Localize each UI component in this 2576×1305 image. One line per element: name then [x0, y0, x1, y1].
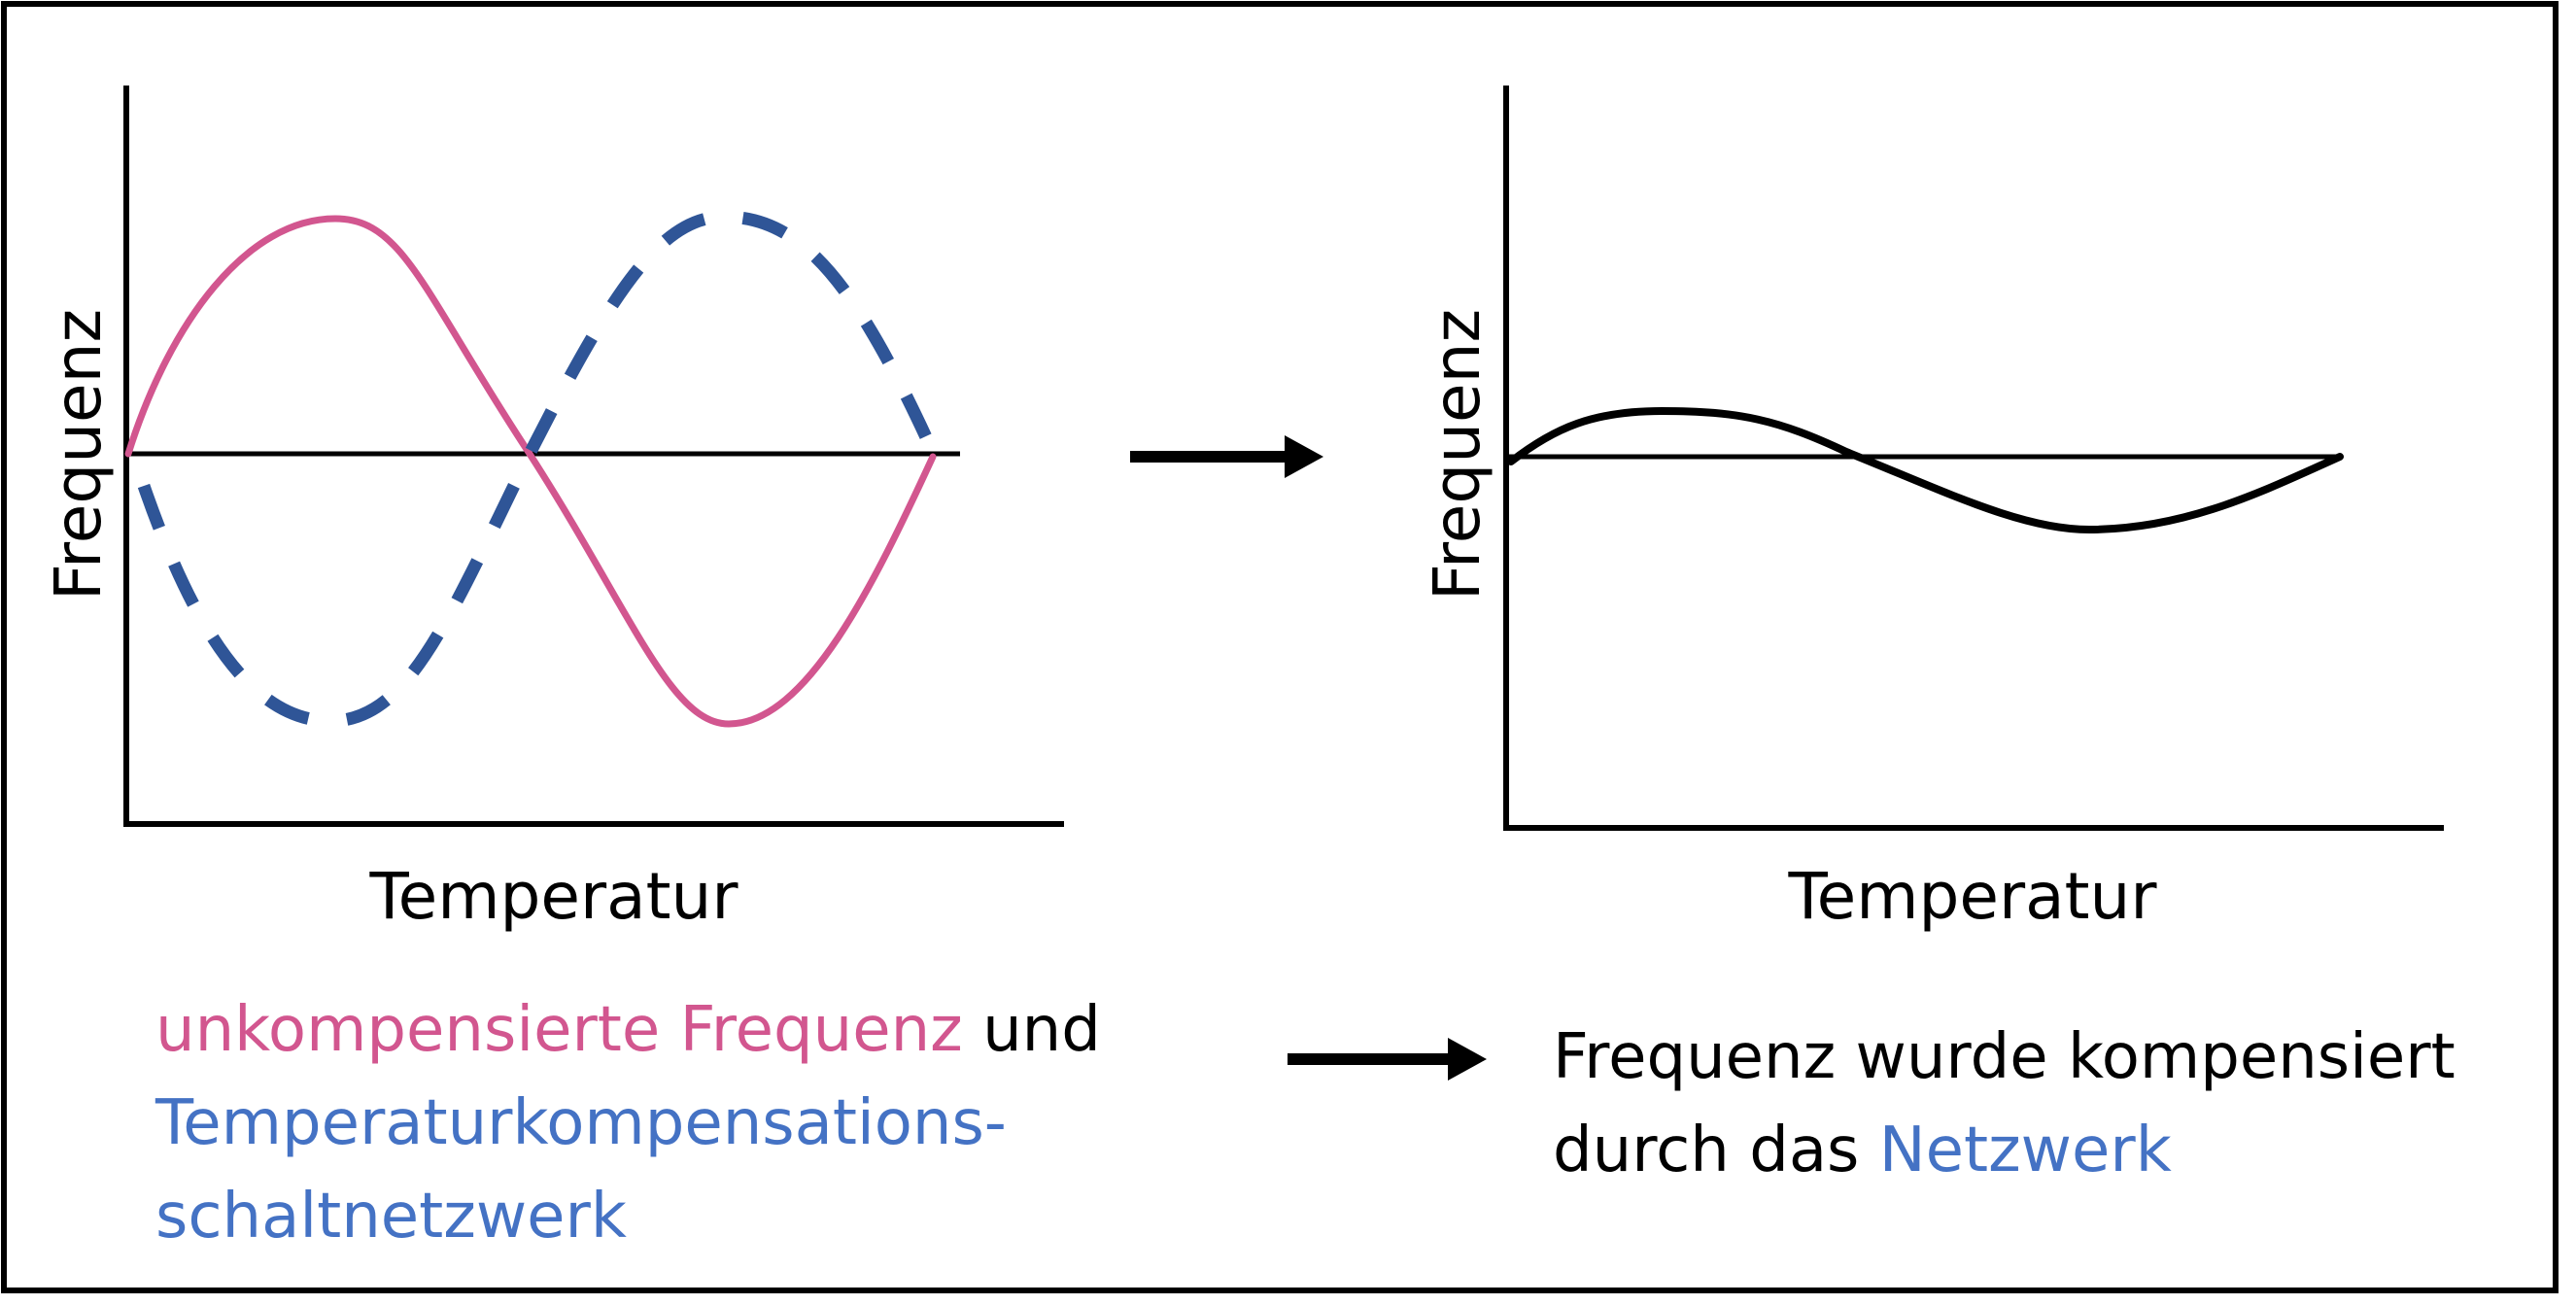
uncompensated-frequency-label: unkompensierte Frequenz: [155, 994, 963, 1066]
caption-left: unkompensierte Frequenz und Temperaturko…: [155, 983, 1101, 1263]
right-y-axis-label: Frequenz: [1420, 309, 1494, 601]
transition-arrow-top: [1130, 435, 1323, 478]
caption-left-line-3: schaltnetzwerk: [155, 1181, 627, 1253]
left-y-axis-label: Frequenz: [41, 309, 116, 601]
caption-left-line-2: Temperaturkompensations-: [155, 1087, 1007, 1159]
caption-left-line-1: unkompensierte Frequenz und: [155, 983, 1101, 1077]
left-x-axis-label: Temperatur: [369, 859, 739, 934]
caption-right-line-1: Frequenz wurde kompensiert: [1553, 1021, 2456, 1093]
right-chart: Temperatur Frequenz: [1420, 86, 2444, 934]
uncompensated-frequency-curve: [124, 215, 937, 728]
right-x-axis-label: Temperatur: [1788, 859, 2158, 934]
compensated-frequency-curve: [1507, 406, 2344, 534]
network-label: Netzwerk: [1878, 1115, 2172, 1186]
caption-right: Frequenz wurde kompensiert durch das Net…: [1553, 1011, 2456, 1197]
left-chart: Temperatur Frequenz: [41, 86, 1064, 934]
caption-right-line-2: durch das Netzwerk: [1553, 1104, 2456, 1197]
conjunction-label: und: [962, 994, 1101, 1066]
transition-arrow-bottom: [1288, 1038, 1487, 1081]
caption-right-line-2-prefix: durch das: [1553, 1115, 1879, 1186]
